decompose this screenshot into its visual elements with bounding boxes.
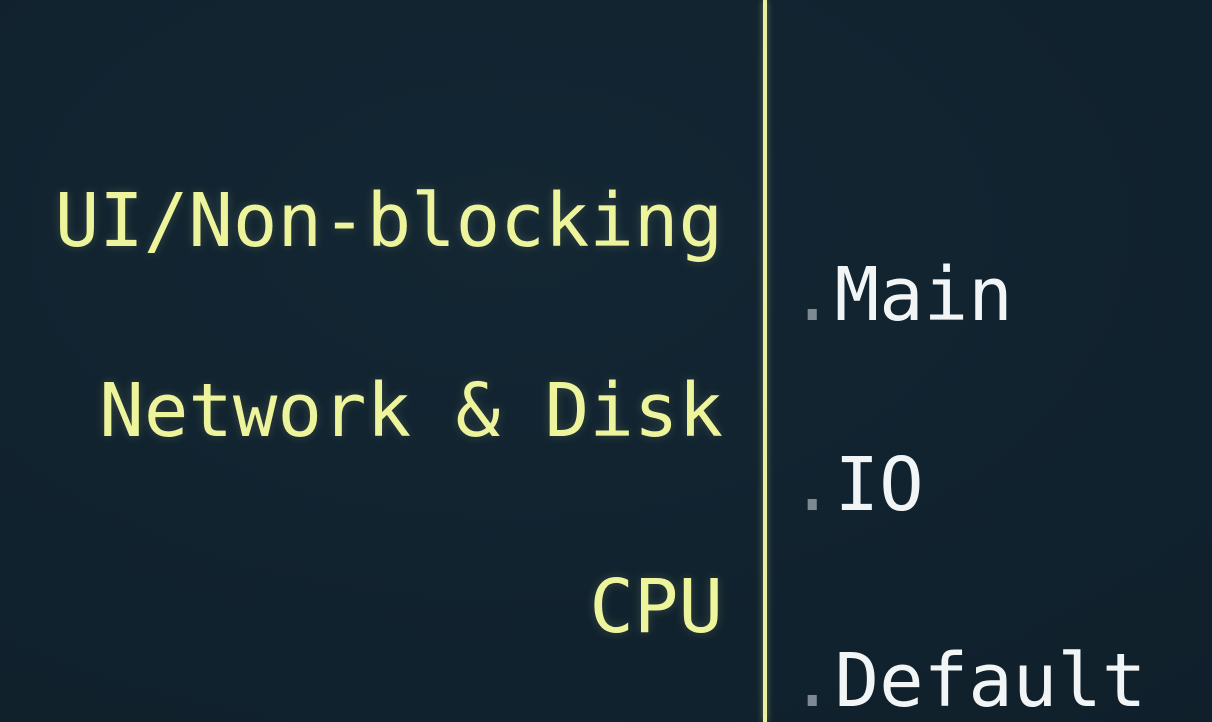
dispatcher-row: CPU .Default bbox=[0, 496, 1212, 718]
dispatcher-name-text: Default bbox=[834, 638, 1147, 722]
dispatcher-name: .IO bbox=[790, 448, 924, 522]
divider-line bbox=[763, 0, 767, 722]
dispatcher-name: .Main bbox=[790, 258, 1013, 332]
dispatcher-name-text: Main bbox=[834, 252, 1013, 338]
dispatcher-row: Network & Disk .IO bbox=[0, 300, 1212, 522]
dot-prefix: . bbox=[790, 442, 835, 528]
use-case-label: UI/Non-blocking bbox=[54, 178, 723, 264]
dot-prefix: . bbox=[790, 252, 835, 338]
use-case-label: CPU bbox=[589, 564, 723, 650]
dispatcher-row: UI/Non-blocking .Main bbox=[0, 110, 1212, 332]
dispatcher-name-text: IO bbox=[834, 442, 924, 528]
dot-prefix: . bbox=[790, 638, 835, 722]
dispatcher-name: .Default bbox=[790, 644, 1146, 718]
use-case-label: Network & Disk bbox=[99, 368, 723, 454]
